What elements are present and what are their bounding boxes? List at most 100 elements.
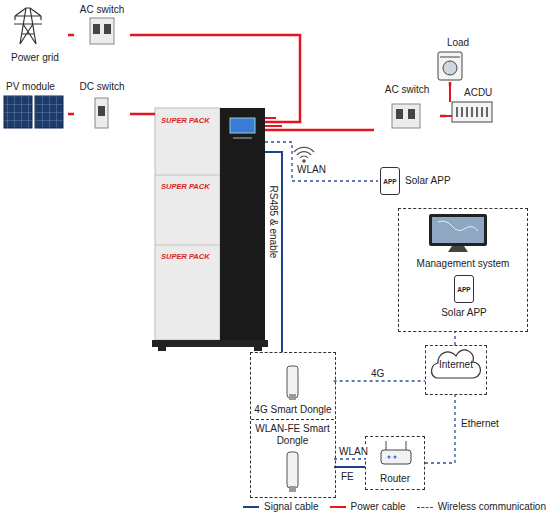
text-slot: Management system <box>405 258 521 270</box>
signal-cable <box>265 152 282 352</box>
switch-icon <box>104 24 111 34</box>
router-icon <box>388 456 391 459</box>
load-node: Load <box>432 36 484 82</box>
text-slot: Solar APP <box>405 175 451 187</box>
switch-node: DC switch <box>74 80 130 130</box>
router-icon <box>386 441 406 450</box>
battery-cabinet <box>220 108 265 340</box>
router-icon <box>394 456 397 459</box>
internet-box: Internet <box>425 345 487 395</box>
cabinet-node: SUPER PACKSUPER PACKSUPER PACK <box>155 108 265 340</box>
dc-switch-icon <box>95 98 108 128</box>
node-label: Management system <box>417 258 510 270</box>
power-cable <box>440 115 452 117</box>
node-label: Solar APP <box>405 175 451 187</box>
wireless-line-sample <box>417 507 433 508</box>
legend-label: Wireless communication <box>438 501 546 513</box>
washing-machine <box>438 52 462 80</box>
edge-label-slot: RS485 & enable <box>267 185 279 260</box>
node-label: DC switch <box>79 81 124 93</box>
battery-cabinet <box>254 347 262 351</box>
power-tower <box>14 8 42 44</box>
washing-machine <box>440 57 460 58</box>
text-slot: Load <box>432 37 484 49</box>
router-icon <box>381 450 411 464</box>
node-label: SUPER PACK <box>161 181 210 193</box>
wifi-symbol <box>294 147 314 162</box>
dc-switch-icon <box>95 98 108 128</box>
text-slot: Power grid <box>2 52 68 64</box>
battery-cabinet <box>155 175 220 245</box>
node-label: Internet <box>439 359 473 371</box>
dc-switch-icon <box>98 106 105 116</box>
monitor-icon <box>438 221 478 231</box>
edge-label: Ethernet <box>460 418 500 430</box>
pv-panel <box>4 96 63 128</box>
switch-icon <box>93 24 100 34</box>
dongle-icon <box>287 366 298 398</box>
node-label: AC switch <box>80 4 124 16</box>
node-label: Load <box>447 37 469 49</box>
power-cable <box>68 113 74 116</box>
power-cable <box>440 115 446 118</box>
text-slot: AC switch <box>374 84 440 96</box>
switch-node: AC switch <box>74 2 130 47</box>
wifi-symbol <box>303 160 305 162</box>
group-box: 4G Smart DongleWLAN-FE Smart Dongle <box>250 352 336 498</box>
edge-label: 4G <box>370 368 385 380</box>
power-cable <box>449 82 452 86</box>
washing-machine <box>443 61 457 75</box>
washing-machine <box>438 52 462 80</box>
switch-icon <box>90 18 114 44</box>
node-label: 4G Smart Dongle <box>254 404 331 416</box>
acdu-box <box>452 102 492 122</box>
edge-label-slot: Ethernet <box>460 418 500 430</box>
legend: Signal cablePower cableWireless communic… <box>243 501 546 513</box>
wifi-symbol <box>294 147 314 158</box>
power-line-sample <box>330 506 346 508</box>
group-box: Management systemAPP Solar APP <box>398 208 528 332</box>
router-box: Router <box>365 436 425 490</box>
power-tower <box>14 8 42 44</box>
edge-label-slot: FE <box>340 471 355 483</box>
battery-cabinet <box>233 137 252 139</box>
node-label: Router <box>380 473 410 485</box>
pv-node: PV module <box>2 80 68 132</box>
wireless-link <box>334 380 425 381</box>
edge-label-slot: WLAN <box>296 164 327 176</box>
text-slot: ACDU <box>464 87 492 99</box>
cloud-icon <box>432 350 481 378</box>
dongle-icon <box>287 452 298 488</box>
monitor-icon <box>448 246 468 252</box>
power-cable <box>130 35 300 122</box>
power-cable <box>68 34 74 37</box>
monitor-icon <box>429 214 487 246</box>
text-slot: AC switch <box>74 4 130 16</box>
wireless-link <box>334 458 365 459</box>
monitor-icon <box>432 217 484 243</box>
app-icon-label: APP <box>383 169 396 194</box>
text-slot: 4G Smart Dongle <box>252 404 333 416</box>
text-slot: DC switch <box>74 81 130 93</box>
switch-node: AC switch <box>374 82 440 136</box>
node-label: Solar APP <box>441 307 487 319</box>
node-label: AC switch <box>385 84 429 96</box>
switch-icon <box>392 104 420 128</box>
text-slot: Internet <box>426 359 486 371</box>
switch-icon <box>396 109 403 119</box>
text-slot: APP <box>454 275 474 303</box>
text-slot: Solar APP <box>419 307 509 319</box>
edge-label-slot: WLAN <box>338 446 369 458</box>
node-label: PV module <box>6 81 55 93</box>
pv-panel <box>35 96 63 128</box>
battery-cabinet <box>230 118 255 133</box>
text-slot: SUPER PACK <box>161 180 210 193</box>
cloud-icon <box>432 350 481 378</box>
dongle-icon <box>289 394 296 400</box>
node-label: WLAN-FE Smart Dongle <box>251 423 334 447</box>
switch-icon <box>392 104 420 128</box>
management-node: Management system <box>405 213 521 273</box>
edge-label: FE <box>340 471 355 483</box>
power-cable <box>449 86 451 102</box>
edge-label: WLAN <box>296 164 327 176</box>
